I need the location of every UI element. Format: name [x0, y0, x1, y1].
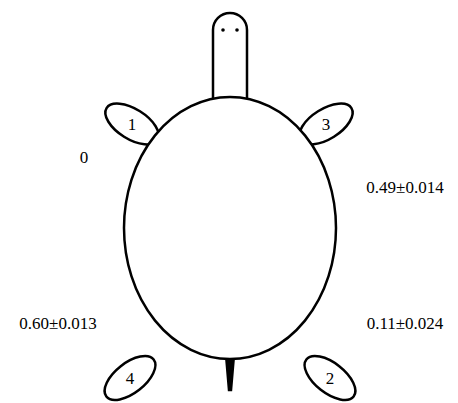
eye — [235, 28, 239, 32]
leg-value: 0.11±0.024 — [367, 315, 444, 332]
leg-value: 0 — [80, 149, 89, 166]
leg-value: 0.60±0.013 — [19, 315, 96, 332]
leg-number: 3 — [322, 116, 331, 133]
head — [213, 13, 247, 110]
eye — [221, 28, 225, 32]
leg-value: 0.49±0.014 — [366, 179, 443, 196]
hind-left-leg — [97, 348, 163, 403]
leg-number: 2 — [326, 370, 335, 387]
leg-number: 4 — [126, 370, 135, 387]
leg-number: 1 — [128, 116, 137, 133]
shell — [124, 97, 336, 359]
hind-right-leg — [297, 348, 363, 403]
